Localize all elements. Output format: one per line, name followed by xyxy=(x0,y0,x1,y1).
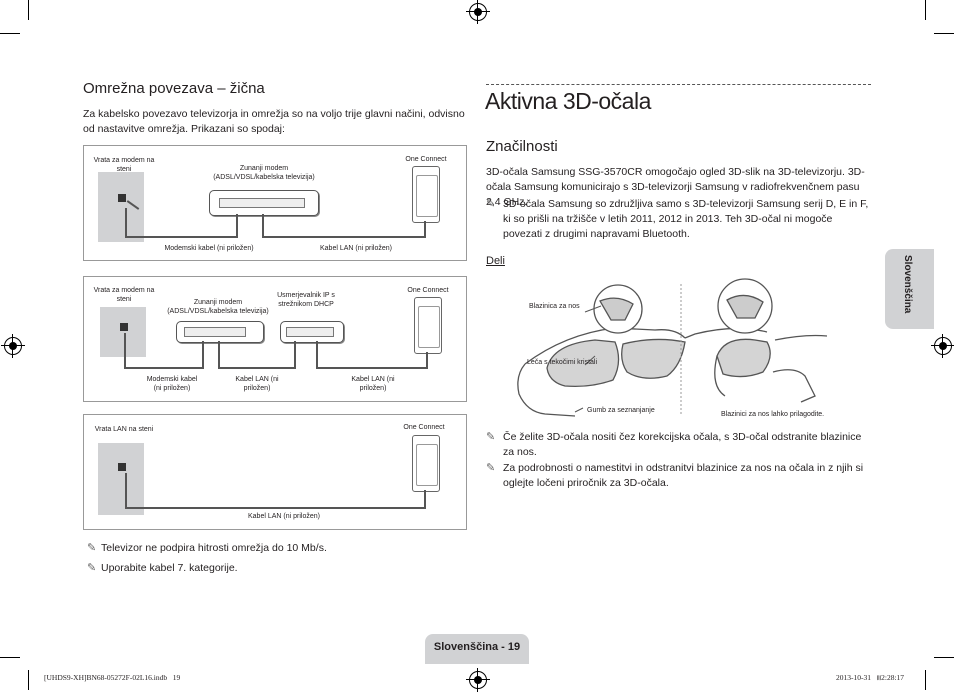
section-heading: Značilnosti xyxy=(486,138,558,155)
cable-line xyxy=(262,236,424,238)
pencil-note-icon: ✎ xyxy=(87,562,97,574)
registration-mark-icon xyxy=(466,668,490,692)
note-text: Če želite 3D-očala nositi čez korekcijsk… xyxy=(503,431,862,458)
intro-paragraph: Za kabelsko povezavo televizorja in omre… xyxy=(83,108,465,135)
cable-line xyxy=(262,214,264,236)
cable-line xyxy=(218,367,296,369)
registration-mark-icon xyxy=(466,0,490,24)
crop-mark xyxy=(28,670,29,690)
crop-mark xyxy=(925,670,926,690)
oneconnect-label: One Connect xyxy=(403,424,445,431)
page-title: Aktivna 3D-očala xyxy=(485,88,651,114)
oneconnect-device xyxy=(412,435,440,492)
cable-line xyxy=(125,208,127,238)
cable-line xyxy=(424,221,426,238)
callout-button: Gumb za seznanjanje xyxy=(587,407,655,414)
section-heading: Omrežna povezava – žična xyxy=(83,80,265,97)
router-ports xyxy=(286,327,334,337)
wall-panel xyxy=(98,443,144,515)
cable-line xyxy=(125,236,238,238)
wall-socket-icon xyxy=(118,463,126,471)
note-item: ✎ Za podrobnosti o namestitvi in odstran… xyxy=(486,461,872,491)
note-text: Televizor ne podpira hitrosti omrežja do… xyxy=(101,542,327,554)
crop-mark xyxy=(28,0,29,20)
oneconnect-device xyxy=(412,166,440,223)
crop-mark xyxy=(934,33,954,34)
cable-line xyxy=(218,341,220,367)
oneconnect-label: One Connect xyxy=(407,287,449,294)
modem-ports xyxy=(219,198,305,208)
cable-line xyxy=(125,507,426,509)
cable-label: Modemski kabel (ni priložen) xyxy=(146,376,198,392)
note-text: 3D-očala Samsung so združljiva samo s 3D… xyxy=(503,198,869,240)
modem-label: Zunanji modem (ADSL/VDSL/kabelska televi… xyxy=(167,299,269,315)
page-number: Slovenščina - 19 xyxy=(433,641,521,653)
wall-label: Vrata za modem na steni xyxy=(93,157,155,173)
cable-label: Kabel LAN (ni priložen) xyxy=(235,376,279,392)
crop-mark xyxy=(0,657,20,658)
cable-line xyxy=(202,341,204,367)
pencil-note-icon: ✎ xyxy=(486,462,496,474)
cable-label: Kabel LAN (ni priložen) xyxy=(320,245,392,252)
oneconnect-label: One Connect xyxy=(405,156,447,163)
registration-mark-icon xyxy=(931,334,954,358)
crop-mark xyxy=(0,33,20,34)
crop-mark xyxy=(934,657,954,658)
wall-label: Vrata LAN na steni xyxy=(94,426,154,433)
cable-line xyxy=(424,490,426,509)
diagram-wall-lan: Vrata LAN na steni One Connect Kabel LAN… xyxy=(83,414,467,530)
cable-label: Kabel LAN (ni priložen) xyxy=(248,513,320,520)
crop-mark xyxy=(925,0,926,20)
modem-ports xyxy=(184,327,246,337)
title-rule xyxy=(486,84,871,85)
cable-line xyxy=(316,341,318,367)
cable-line xyxy=(125,473,127,507)
cable-line xyxy=(294,341,296,369)
cable-line xyxy=(316,367,426,369)
router-label: Usmerjevalnik IP s strežnikom DHCP xyxy=(277,292,335,308)
language-side-tab: Slovenščina xyxy=(885,249,934,329)
page-number-tab: Slovenščina - 19 xyxy=(425,634,529,664)
wall-socket-icon xyxy=(120,323,128,331)
wall-socket-icon xyxy=(118,194,126,202)
side-tab-label: Slovenščina xyxy=(902,255,913,314)
wall-label: Vrata za modem na steni xyxy=(93,287,155,303)
modem-label: Zunanji modem (ADSL/VDSL/kabelska televi… xyxy=(213,165,315,181)
note-item: ✎ Če želite 3D-očala nositi čez korekcij… xyxy=(486,430,872,460)
note-item: ✎ 3D-očala Samsung so združljiva samo s … xyxy=(486,197,872,242)
cable-line xyxy=(236,214,238,236)
cable-label: Kabel LAN (ni priložen) xyxy=(351,376,395,392)
features-paragraph: 3D-očala Samsung SSG-3570CR omogočajo og… xyxy=(486,166,865,208)
pencil-note-icon: ✎ xyxy=(486,198,496,210)
cable-line xyxy=(124,333,126,369)
wall-panel xyxy=(100,307,146,357)
registration-mark-icon xyxy=(1,334,25,358)
pencil-note-icon: ✎ xyxy=(486,431,496,443)
callout-adjust: Blazinici za nos lahko prilagodite. xyxy=(721,411,825,418)
cable-line xyxy=(124,367,204,369)
diagram-modem-direct: Vrata za modem na steni Zunanji modem (A… xyxy=(83,145,467,261)
cable-label: Modemski kabel (ni priložen) xyxy=(164,245,254,252)
glasses-illustration xyxy=(517,278,828,417)
note-text: Za podrobnosti o namestitvi in odstranit… xyxy=(503,462,864,489)
callout-lens: Leča s tekočimi kristali xyxy=(527,359,598,366)
diagram-router: Vrata za modem na steni Zunanji modem (A… xyxy=(83,276,467,402)
print-slug-right: 2013-10-31 ꠲2:28:17 xyxy=(836,673,905,682)
callout-nose-pad: Blazinica za nos xyxy=(529,303,580,310)
parts-label: Deli xyxy=(486,255,505,267)
note-text: Uporabite kabel 7. kategorije. xyxy=(101,562,238,574)
print-slug-left: [UHDS9-XH]BN68-05272F-02L16.indb 19 xyxy=(44,673,181,682)
pencil-note-icon: ✎ xyxy=(87,542,97,554)
cable-line xyxy=(426,352,428,369)
oneconnect-device xyxy=(414,297,442,354)
